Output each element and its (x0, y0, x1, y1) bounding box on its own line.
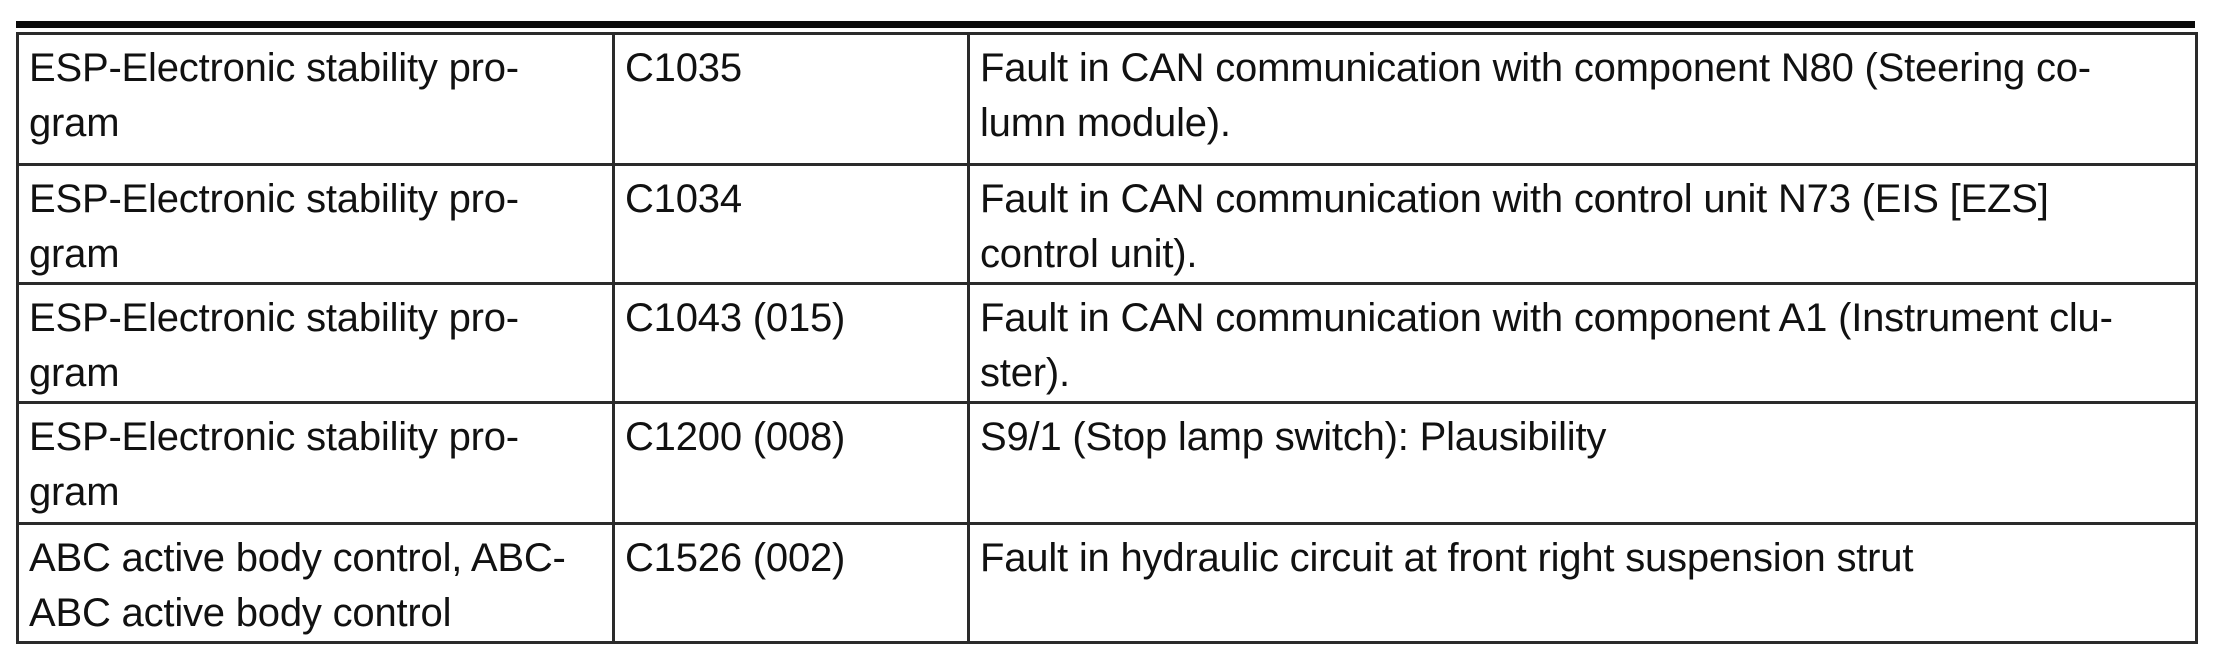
description-line-1: Fault in CAN communication with control … (980, 177, 2049, 221)
cell-fault-code: C1200 (008) (612, 401, 970, 525)
system-line-1: ESP-Electronic stability pro- (29, 177, 519, 221)
cell-description: Fault in CAN communication with componen… (967, 282, 2198, 404)
system-line-1: ABC active body control, ABC- (29, 536, 566, 580)
cell-system: ESP-Electronic stability pro- gram (16, 163, 615, 285)
table-row: ESP-Electronic stability pro- gram C1043… (16, 282, 2198, 404)
cell-fault-code: C1035 (612, 32, 970, 166)
table-row: ESP-Electronic stability pro- gram C1034… (16, 163, 2198, 285)
system-line-2: gram (29, 101, 120, 145)
cell-fault-code: C1043 (015) (612, 282, 970, 404)
cell-description: Fault in CAN communication with componen… (967, 32, 2198, 166)
cell-system: ABC active body control, ABC- ABC active… (16, 522, 615, 644)
top-horizontal-rule (16, 21, 2195, 28)
fault-table-container: ESP-Electronic stability pro- gram C1035… (16, 32, 2198, 644)
description-line-1: Fault in CAN communication with componen… (980, 296, 2113, 340)
system-line-2: gram (29, 470, 120, 514)
system-line-2: gram (29, 351, 120, 395)
description-line-1: Fault in CAN communication with componen… (980, 46, 2091, 90)
table-row: ESP-Electronic stability pro- gram C1200… (16, 401, 2198, 525)
description-line-2: lumn module). (980, 101, 1231, 145)
cell-description: Fault in CAN communication with control … (967, 163, 2198, 285)
system-line-2: gram (29, 232, 120, 276)
system-line-1: ESP-Electronic stability pro- (29, 296, 519, 340)
description-line-2: control unit). (980, 232, 1198, 276)
description-line-2: ster). (980, 351, 1070, 395)
cell-description: S9/1 (Stop lamp switch): Plausibility (967, 401, 2198, 525)
cell-system: ESP-Electronic stability pro- gram (16, 282, 615, 404)
system-line-2: ABC active body control (29, 591, 452, 635)
fault-code-table: ESP-Electronic stability pro- gram C1035… (16, 32, 2198, 644)
table-row: ESP-Electronic stability pro- gram C1035… (16, 32, 2198, 166)
cell-fault-code: C1526 (002) (612, 522, 970, 644)
cell-system: ESP-Electronic stability pro- gram (16, 401, 615, 525)
description-line-1: S9/1 (Stop lamp switch): Plausibility (980, 415, 1607, 459)
cell-description: Fault in hydraulic circuit at front righ… (967, 522, 2198, 644)
description-line-1: Fault in hydraulic circuit at front righ… (980, 536, 1914, 580)
system-line-1: ESP-Electronic stability pro- (29, 415, 519, 459)
system-line-1: ESP-Electronic stability pro- (29, 46, 519, 90)
table-row: ABC active body control, ABC- ABC active… (16, 522, 2198, 644)
cell-fault-code: C1034 (612, 163, 970, 285)
cell-system: ESP-Electronic stability pro- gram (16, 32, 615, 166)
